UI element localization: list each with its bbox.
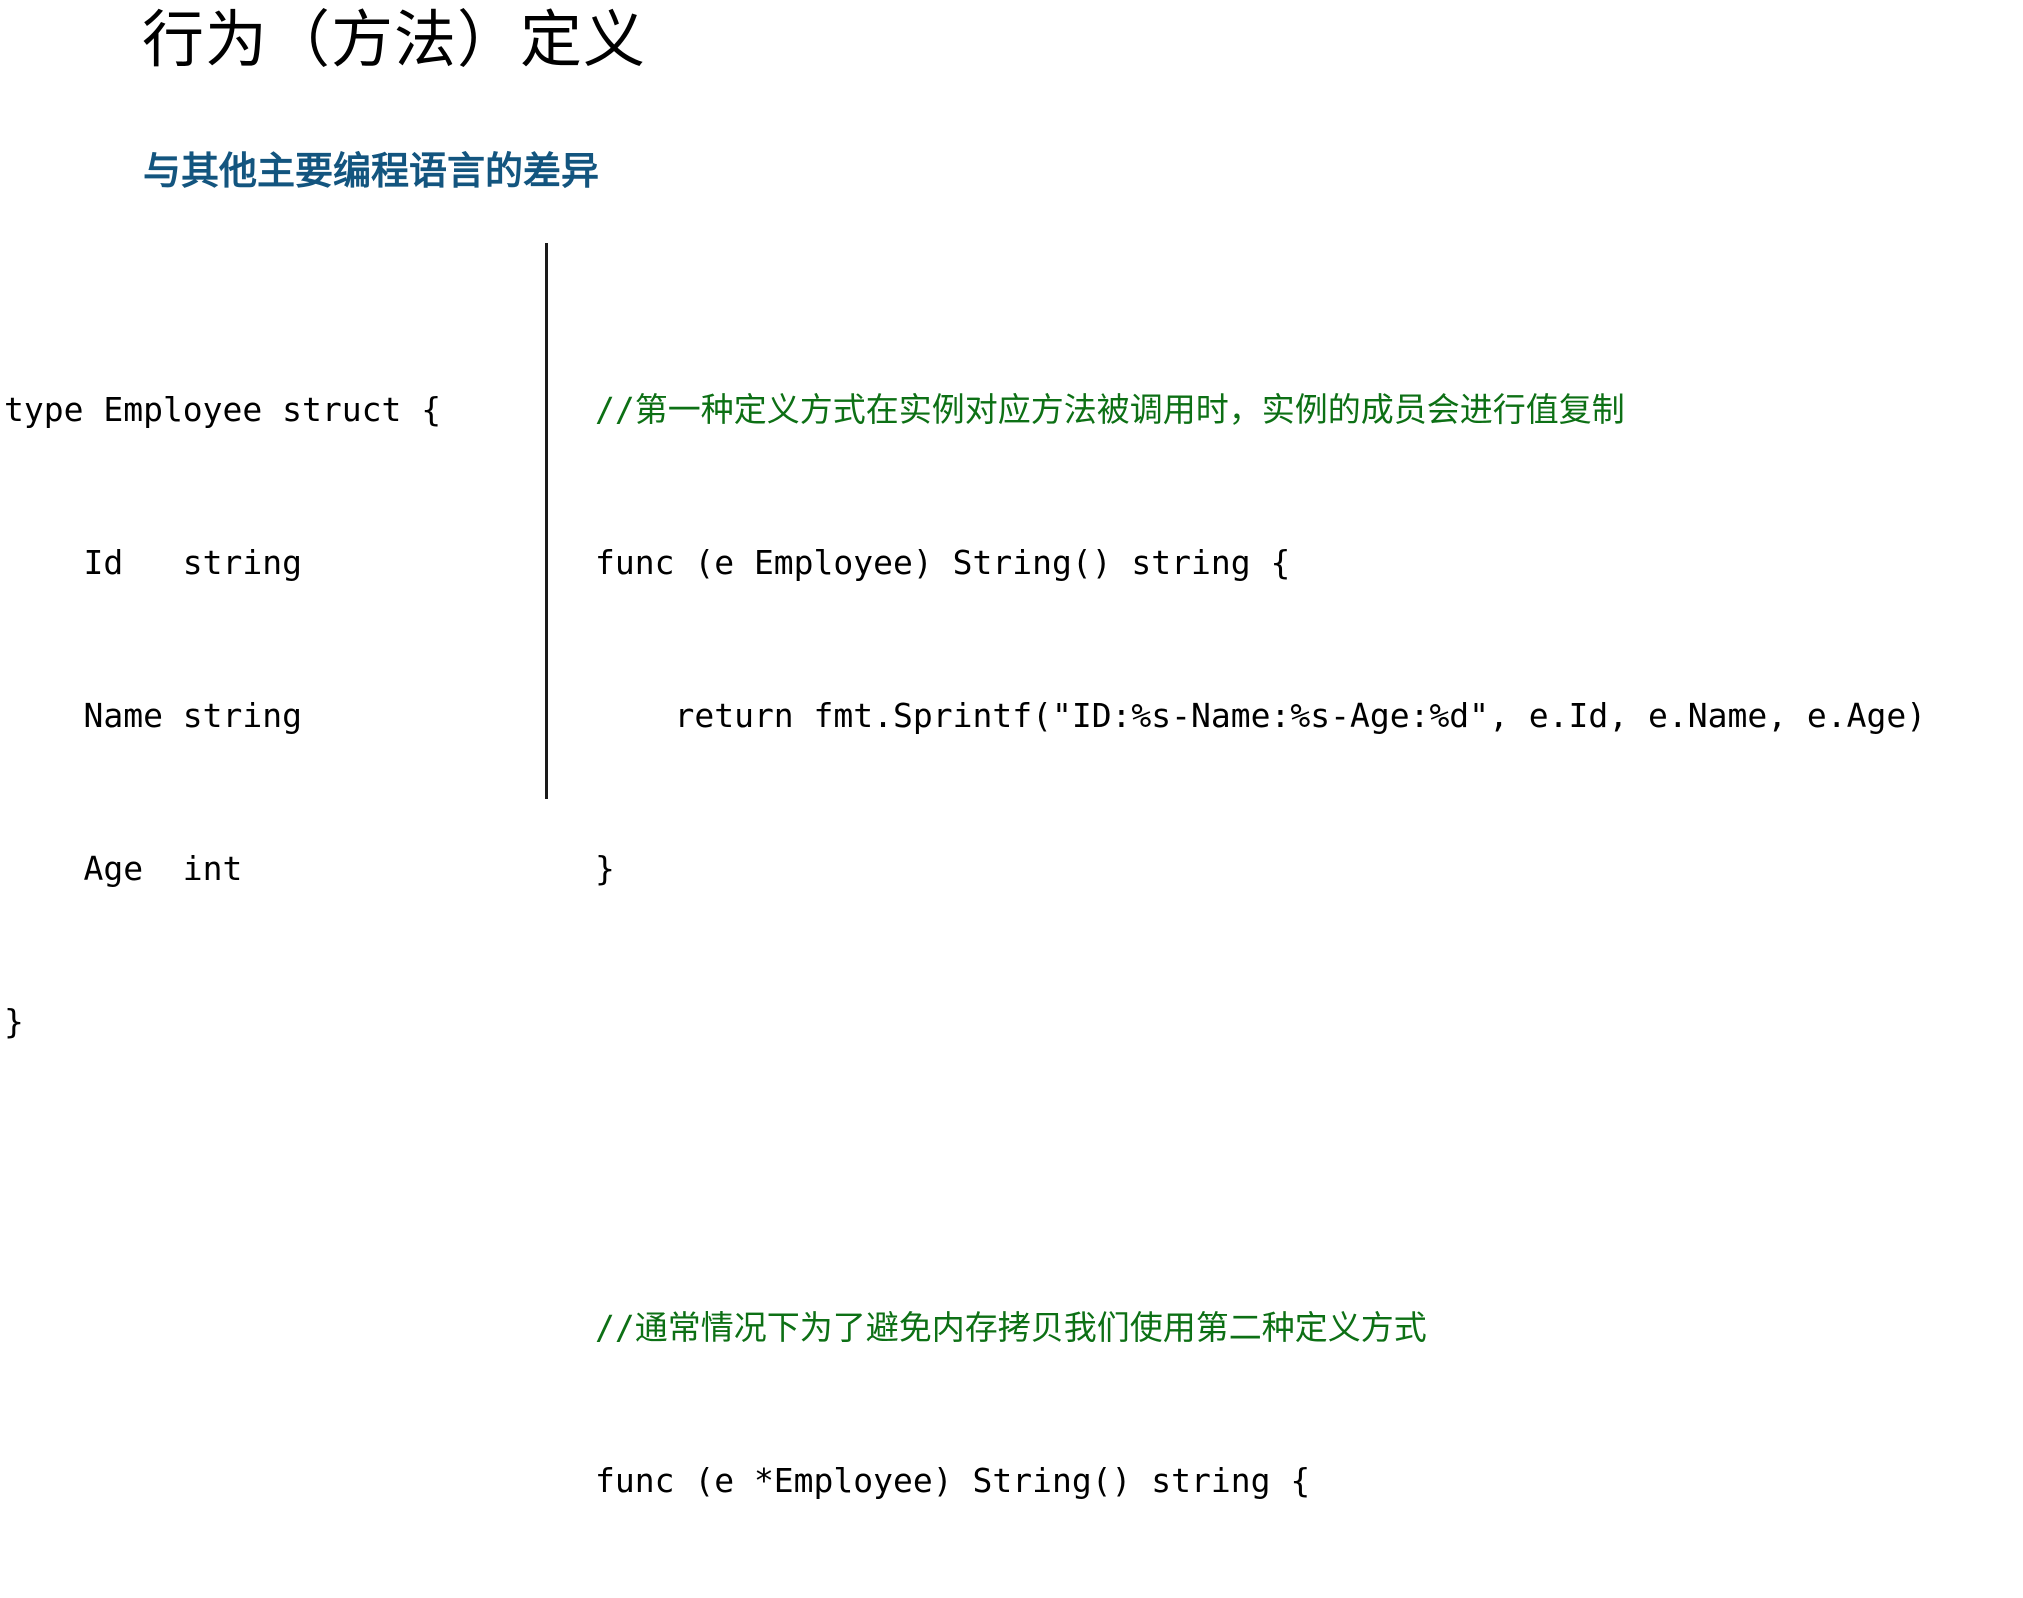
vertical-divider <box>545 243 548 799</box>
code-comment-line: //通常情况下为了避免内存拷贝我们使用第二种定义方式 <box>595 1308 1427 1347</box>
code-block-method-definitions: //第一种定义方式在实例对应方法被调用时，实例的成员会进行值复制 func (e… <box>595 282 1926 1598</box>
code-line-blank <box>595 996 1926 1047</box>
code-line: func (e *Employee) String() string { <box>595 1461 1311 1500</box>
code-line: } <box>595 849 615 888</box>
code-line: return fmt.Sprintf("ID:%s-Name:%s-Age:%d… <box>595 696 1927 735</box>
page-title: 行为（方法）定义 <box>142 6 647 75</box>
code-line: Name string <box>4 696 303 735</box>
code-line: type Employee struct { <box>4 390 442 429</box>
code-line-blank <box>595 1149 1926 1200</box>
code-line: Age int <box>4 849 243 888</box>
code-line: func (e Employee) String() string { <box>595 543 1291 582</box>
code-line: } <box>4 1002 24 1041</box>
slide-subtitle: 与其他主要编程语言的差异 <box>143 151 600 193</box>
code-block-struct-definition: type Employee struct { Id string Name st… <box>4 282 441 1149</box>
code-line: Id string <box>4 543 303 582</box>
slide-canvas: 行为（方法）定义 与其他主要编程语言的差异 type Employee stru… <box>4 6 1927 1500</box>
code-comment-line: //第一种定义方式在实例对应方法被调用时，实例的成员会进行值复制 <box>595 390 1625 429</box>
